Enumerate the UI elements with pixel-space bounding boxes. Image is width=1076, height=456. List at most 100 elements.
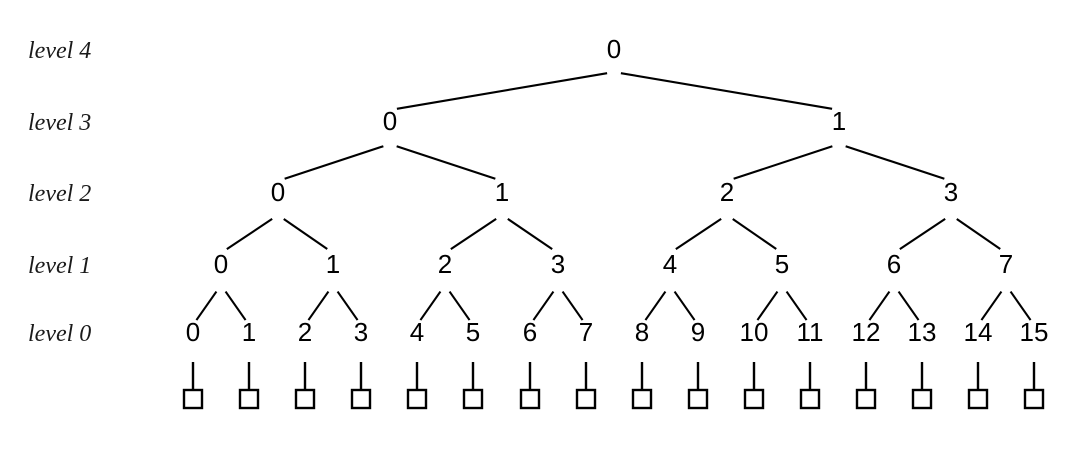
tree-node-label: 7 [999, 249, 1013, 279]
leaf-label: 1 [242, 317, 256, 347]
tree-edge [899, 218, 946, 250]
tree-node-label: 0 [214, 249, 228, 279]
leaf-box [631, 388, 653, 410]
leaf-box [350, 388, 372, 410]
leaf-box [911, 388, 933, 410]
node-label-halo [1017, 322, 1051, 348]
leaf-twig [980, 290, 1003, 321]
tree-edge [283, 218, 328, 250]
node-label-halo [604, 39, 624, 65]
leaf-box [967, 388, 989, 410]
tree-node-label: 5 [775, 249, 789, 279]
leaf-box [238, 388, 260, 410]
node-label-halo [849, 322, 883, 348]
node-label-halo [407, 322, 427, 348]
node-label-halo [829, 111, 849, 137]
leaf-label: 2 [298, 317, 312, 347]
node-label-halo [717, 182, 737, 208]
leaf-box [182, 388, 204, 410]
leaf-twig [532, 290, 555, 321]
node-label-halo [660, 254, 680, 280]
leaf-twig [1009, 290, 1032, 321]
tree-node-label: 4 [663, 249, 677, 279]
leaf-twig [644, 290, 667, 321]
leaf-twig [224, 290, 247, 321]
tree-node-label: 3 [944, 177, 958, 207]
leaf-box [687, 388, 709, 410]
node-label-halo [295, 322, 315, 348]
tree-edge [507, 218, 553, 250]
tree-edges-group [226, 72, 1001, 250]
tree-edge [396, 145, 496, 180]
tree-node-label: 0 [271, 177, 285, 207]
leaf-label: 6 [523, 317, 537, 347]
leaf-label: 11 [797, 317, 824, 347]
leaf-twig [195, 290, 218, 321]
node-label-halo [996, 254, 1016, 280]
node-label-halo [211, 254, 231, 280]
leaf-twig [307, 290, 330, 321]
node-label-halo [323, 254, 343, 280]
leaf-label: 8 [635, 317, 649, 347]
leaf-box [1023, 388, 1045, 410]
node-label-halo [183, 322, 203, 348]
leaf-twig [419, 290, 442, 321]
node-label-halo [961, 322, 995, 348]
leaf-box [799, 388, 821, 410]
leaf-label: 12 [852, 317, 881, 347]
leaf-box [406, 388, 428, 410]
tree-edge [956, 218, 1001, 250]
node-label-halo [793, 322, 827, 348]
tree-edge [450, 218, 497, 250]
leaf-label: 4 [410, 317, 424, 347]
leaf-twig [448, 290, 471, 321]
node-label-halo [268, 182, 288, 208]
tree-node-label: 0 [383, 106, 397, 136]
tree-edge [733, 145, 833, 180]
level-label-1: level 1 [28, 253, 91, 279]
leaf-label: 7 [579, 317, 593, 347]
leaf-twig [336, 290, 359, 321]
level-label-2: level 2 [28, 181, 91, 207]
node-label-halo [435, 254, 455, 280]
leaf-box [294, 388, 316, 410]
tree-node-label: 3 [551, 249, 565, 279]
leaf-label: 5 [466, 317, 480, 347]
level-label-4: level 4 [28, 38, 91, 64]
leaf-box [743, 388, 765, 410]
node-label-halo [520, 322, 540, 348]
leaf-box [855, 388, 877, 410]
node-label-halo [688, 322, 708, 348]
leaf-label: 3 [354, 317, 368, 347]
node-label-halo [463, 322, 483, 348]
tree-edge [396, 72, 608, 110]
node-label-halo [548, 254, 568, 280]
node-label-halo [632, 322, 652, 348]
node-label-halo [772, 254, 792, 280]
node-label-halo [884, 254, 904, 280]
tree-edge [620, 72, 833, 110]
leaf-box [519, 388, 541, 410]
leaf-twigs-group [195, 290, 1032, 321]
leaf-label: 15 [1020, 317, 1049, 347]
leaf-box [462, 388, 484, 410]
tree-node-label: 2 [720, 177, 734, 207]
node-label-halo [941, 182, 961, 208]
leaf-label: 10 [740, 317, 769, 347]
leaf-boxes-group [182, 362, 1045, 410]
leaf-label: 14 [964, 317, 993, 347]
tree-node-label: 1 [326, 249, 340, 279]
tree-node-label: 2 [438, 249, 452, 279]
node-label-halo [239, 322, 259, 348]
level-label-3: level 3 [28, 110, 91, 136]
leaf-box [575, 388, 597, 410]
node-label-halo [737, 322, 771, 348]
tree-edge [284, 145, 384, 180]
leaf-label: 0 [186, 317, 200, 347]
node-label-halo [380, 111, 400, 137]
node-label-halo [576, 322, 596, 348]
tree-edge [675, 218, 722, 250]
